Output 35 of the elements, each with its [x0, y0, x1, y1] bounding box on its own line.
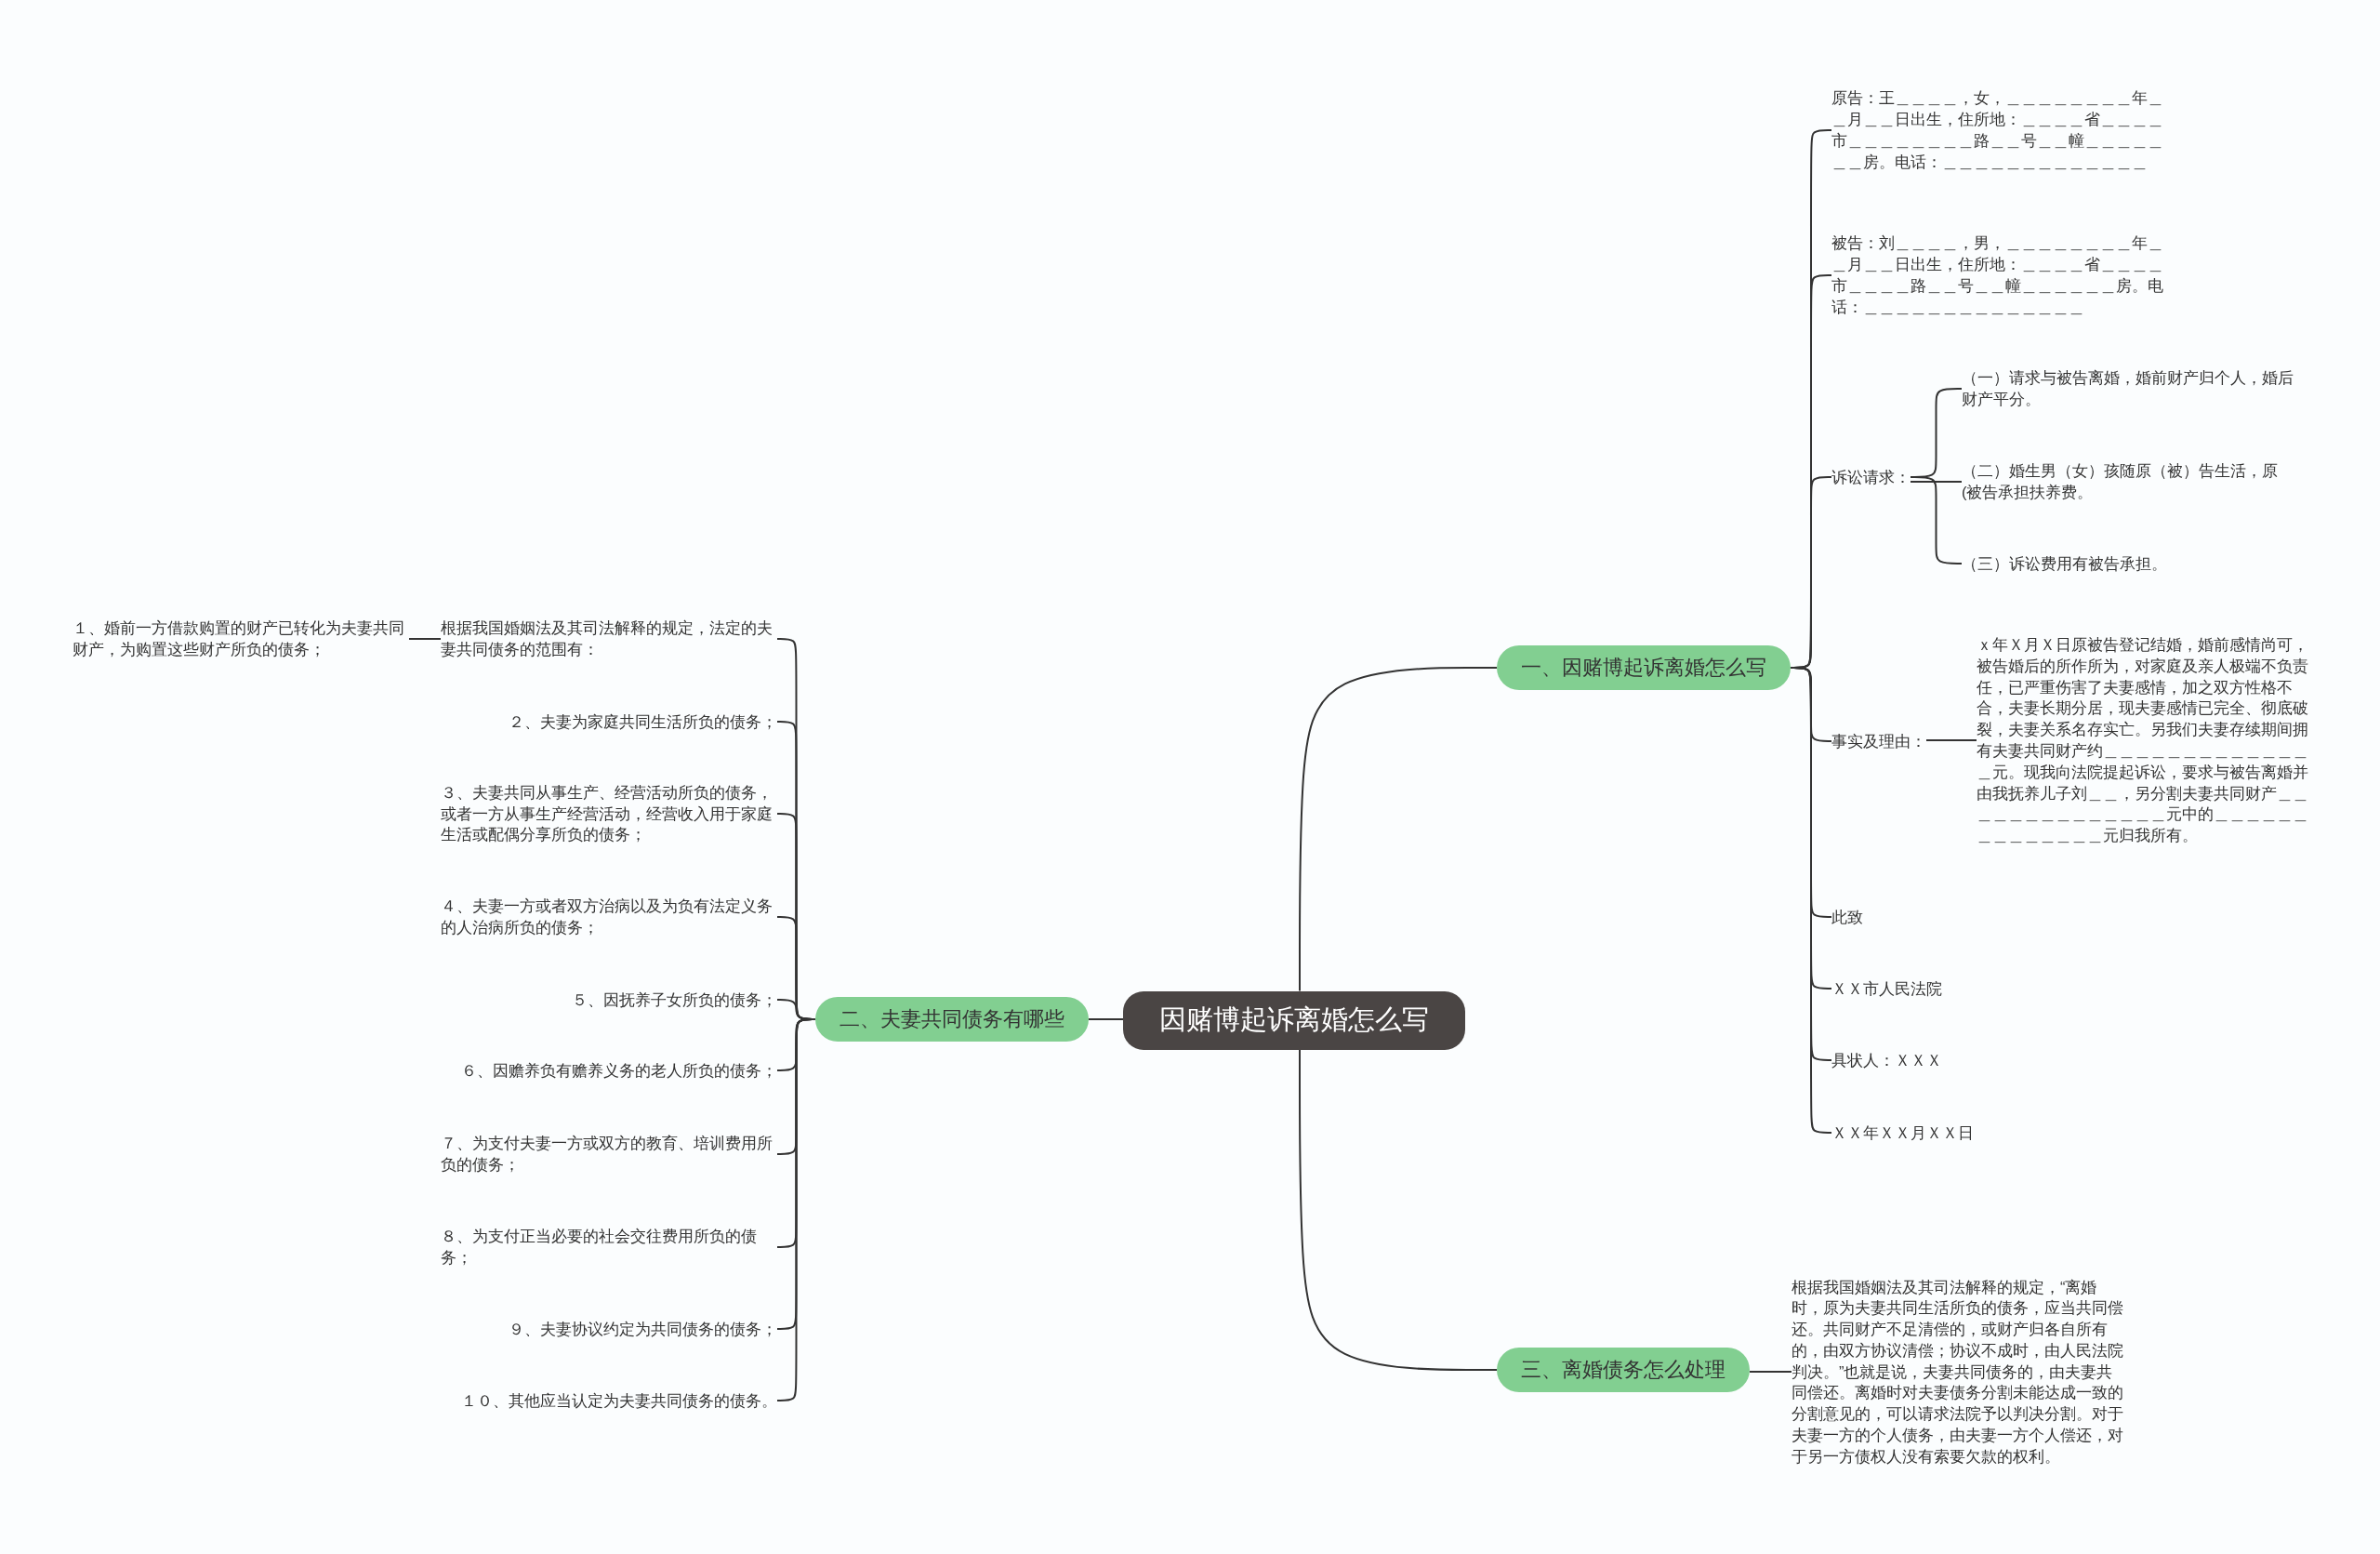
topic-text: （三）诉讼费用有被告承担。	[1962, 552, 2167, 575]
topic-text: ７、为支付夫妻一方或双方的教育、培训费用所负的债务；	[441, 1133, 777, 1175]
connector-line	[1088, 1018, 1124, 1020]
topic-text: （一）请求与被告离婚，婚前财产归个人，婚后财产平分。	[1962, 367, 2298, 410]
topic-text: ９、夫妻协议约定为共同债务的债务；	[509, 1318, 777, 1340]
branch-topic: 三、离婚债务怎么处理	[1497, 1348, 1750, 1392]
connector-line	[1299, 1048, 1498, 1371]
topic-text: ４、夫妻一方或者双方治病以及为负有法定义务的人治病所负的债务；	[441, 896, 777, 938]
topic-text: 事实及理由：	[1831, 730, 1926, 752]
topic-text: １０、其他应当认定为夫妻共同债务的债务。	[461, 1389, 777, 1412]
central-topic: 因赌博起诉离婚怎么写	[1123, 990, 1465, 1050]
branch-topic: 一、因赌博起诉离婚怎么写	[1497, 645, 1791, 690]
topic-text: 诉讼请求：	[1831, 466, 1911, 488]
topic-text: 根据我国婚姻法及其司法解释的规定，“离婚时，原为夫妻共同生活所负的债务，应当共同偿还。共同财产不足清偿的，或财产归各自所有的，由双方协议清偿；协议不成时，由人民法院判决。”也就是说，夫妻共同债务的，由夫妻共同偿还。离婚时对夫妻债务分割未能达成一致的分割意见的，可以请求法院予以判决分割。对于夫妻一方的个人债务，由夫妻一方个人偿还，对于另一方债权人没有索要欠款的权利。	[1792, 1276, 2128, 1468]
topic-text: 根据我国婚姻法及其司法解释的规定，法定的夫妻共同债务的范围有：	[441, 618, 777, 660]
topic-text: ＸＸ市人民法院	[1831, 977, 1942, 1000]
topic-text: ５、因抚养子女所负的债务；	[572, 989, 777, 1011]
connector-line	[408, 638, 442, 640]
topic-text: 被告：刘＿＿＿＿，男，＿＿＿＿＿＿＿＿年＿＿月＿＿日出生，住所地：＿＿＿＿省＿＿＿＿市＿＿＿＿路＿＿号＿＿幢＿＿＿＿＿＿房。电话：＿＿＿＿＿＿＿＿＿＿＿＿＿＿	[1831, 232, 2168, 318]
topic-text: ８、为支付正当必要的社会交往费用所负的债务；	[441, 1226, 777, 1268]
topic-text: ３、夫妻共同从事生产、经营活动所负的债务，或者一方从事生产经营活动，经营收入用于家庭生活或配偶分享所负的债务；	[441, 781, 777, 846]
connector-line	[1925, 739, 1977, 741]
topic-text: ＸＸ年ＸＸ月ＸＸ日	[1831, 1122, 1974, 1144]
topic-text: 具状人：ＸＸＸ	[1831, 1049, 1942, 1071]
topic-text: １、婚前一方借款购置的财产已转化为夫妻共同财产，为购置这些财产所负的债务；	[73, 618, 409, 660]
connector-line	[1299, 667, 1498, 992]
topic-text: ｘ年Ｘ月Ｘ日原被告登记结婚，婚前感情尚可，被告婚后的所作所为，对家庭及亲人极端不负责任，已严重伤害了夫妻感情，加之双方性格不合，夫妻长期分居，现夫妻感情已完全、彻底破裂，夫妻关系名存实亡。另我们夫妻存续期间拥有夫妻共同财产约＿＿＿＿＿＿＿＿＿＿＿＿＿＿元。现我向法院提起诉讼，要求与被告离婚并由我抚养儿子刘＿＿，另分割夫妻共同财产＿＿＿＿＿＿＿＿＿＿＿＿＿＿元中的＿＿＿＿＿＿＿＿＿＿＿＿＿＿元归我所有。	[1977, 634, 2313, 846]
branch-topic: 二、夫妻共同债务有哪些	[815, 997, 1089, 1042]
topic-text: ２、夫妻为家庭共同生活所负的债务；	[509, 711, 777, 733]
topic-text: ６、因赡养负有赡养义务的老人所负的债务；	[461, 1059, 777, 1082]
topic-text: 此致	[1831, 906, 1863, 928]
topic-text: 原告：王＿＿＿＿，女，＿＿＿＿＿＿＿＿年＿＿月＿＿日出生，住所地：＿＿＿＿省＿＿＿＿市＿＿＿＿＿＿＿＿路＿＿号＿＿幢＿＿＿＿＿＿＿房。电话：＿＿＿＿＿＿＿＿＿＿＿＿＿	[1831, 87, 2168, 173]
topic-text: （二）婚生男（女）孩随原（被）告生活，原(被告承担扶养费。	[1962, 460, 2298, 503]
connector-line	[1910, 481, 1963, 483]
connector-line	[1749, 1371, 1792, 1373]
